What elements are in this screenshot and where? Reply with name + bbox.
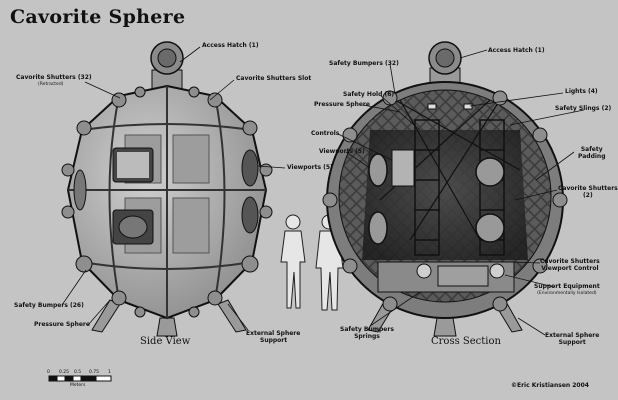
scale-tick-2: 0.5 (74, 370, 82, 375)
label-access-hatch-side: Access Hatch (1) (202, 42, 259, 49)
label-viewport-control-2: Viewport Control (541, 265, 599, 272)
label-support-equipment: Support Equipment (Environmentally Isola… (534, 283, 600, 297)
label-viewports-side: Viewports (5) (287, 164, 333, 171)
cross-section (322, 41, 568, 337)
label-cavorite-shutters-cross-1: Cavorite Shutters (558, 185, 618, 192)
side-view (61, 41, 273, 337)
label-support-equipment-note: (Environmentally Isolated) (537, 291, 597, 296)
scale-unit: Meters (70, 383, 86, 388)
label-lights: Lights (4) (565, 88, 598, 95)
controls (391, 149, 415, 187)
label-cavorite-shutters: Cavorite Shutters (32) (Retracted) (16, 74, 92, 88)
scale-tick-3: 0.75 (89, 370, 100, 375)
label-cavorite-shutters-cross: Cavorite Shutters (2) (558, 185, 618, 199)
scale-tick-0: 0 (47, 370, 50, 375)
label-external-support-side-2: Support (260, 337, 288, 344)
label-cavorite-shutters-cross-2: (2) (583, 192, 593, 199)
label-access-hatch-cross: Access Hatch (1) (488, 47, 545, 54)
label-support-equipment-text: Support Equipment (534, 283, 600, 290)
label-controls: Controls (311, 130, 340, 137)
label-shutters-slot: Cavorite Shutters Slot (236, 75, 312, 82)
label-cavorite-shutters-note: (Retracted) (38, 82, 64, 87)
scale-tick-1: 0.25 (59, 370, 70, 375)
side-view-caption: Side View (140, 336, 191, 347)
scale-bar (48, 375, 112, 382)
label-external-support-cross: External Sphere Support (545, 332, 599, 346)
human-figures (280, 214, 344, 311)
label-pressure-sphere-side: Pressure Sphere (34, 321, 90, 328)
label-viewport-control: Cavorite Shutters Viewport Control (540, 258, 600, 272)
label-safety-bumpers-cross: Safety Bumpers (32) (329, 60, 399, 67)
label-external-support-side: External Sphere Support (246, 330, 300, 344)
label-external-support-side-1: External Sphere (246, 330, 301, 337)
label-bumper-springs-2: Springs (354, 333, 380, 340)
label-safety-slings: Safety Slings (2) (555, 105, 612, 112)
label-external-support-cross-1: External Sphere (545, 332, 600, 339)
viewports-side (73, 147, 259, 245)
label-bumper-springs-1: Safety Bumpers (340, 326, 394, 333)
label-pressure-sphere-cross: Pressure Sphere (314, 101, 370, 108)
label-viewport-control-1: Cavorite Shutters (540, 258, 600, 265)
lights (427, 103, 473, 110)
support-equipment-parts (416, 263, 505, 287)
label-safety-padding-1: Safety (580, 146, 603, 153)
hull-seams (68, 86, 266, 318)
label-safety-bumpers-side: Safety Bumpers (26) (14, 302, 84, 309)
label-viewports-cross: Viewports (5) (319, 148, 365, 155)
page-title: Cavorite Sphere (10, 6, 186, 28)
external-support-side (91, 299, 247, 337)
cross-section-caption: Cross Section (431, 336, 501, 347)
label-safety-padding: Safety Padding (578, 146, 606, 160)
copyright-credit: ©Eric Kristiansen 2004 (511, 382, 589, 389)
scale-tick-4: 1 (108, 370, 111, 375)
leader-lines (61, 46, 585, 336)
label-safety-padding-2: Padding (578, 153, 606, 160)
access-hatch-side (150, 41, 184, 93)
safety-hold (414, 119, 505, 256)
label-cavorite-shutters-text: Cavorite Shutters (32) (16, 74, 92, 81)
label-external-support-cross-2: Support (558, 339, 586, 346)
label-safety-hold: Safety Hold (6) (343, 91, 395, 98)
viewports-cross (368, 153, 505, 245)
cavorite-shutters-side (61, 86, 273, 318)
label-bumper-springs: Safety Bumpers Springs (340, 326, 394, 340)
